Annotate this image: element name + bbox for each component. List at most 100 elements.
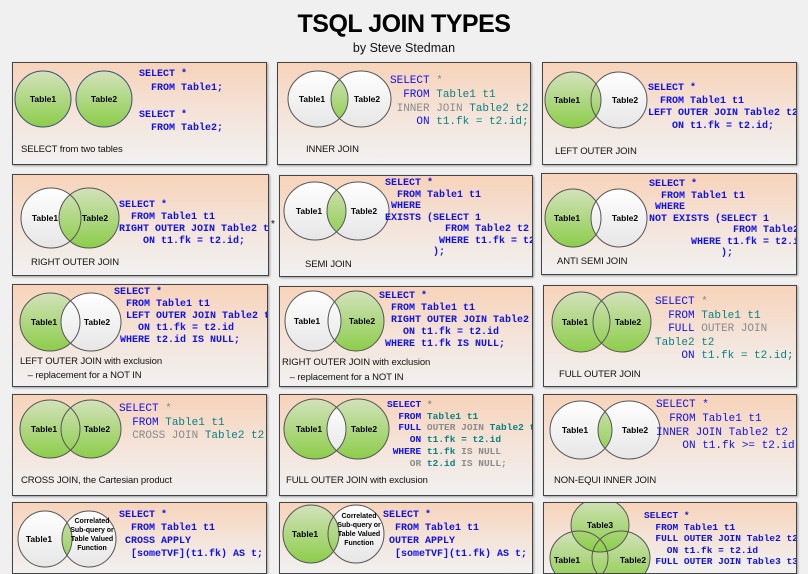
circle-label: Table2 bbox=[354, 94, 381, 104]
venn-outline bbox=[326, 181, 390, 241]
code-line: ON t1.fk = t2.id bbox=[114, 323, 267, 335]
code-token: SELECT * bbox=[383, 510, 432, 521]
code-token: FROM Table1; bbox=[139, 82, 224, 94]
venn-outline bbox=[283, 398, 347, 460]
code-line: FROM Table1 t1 bbox=[648, 95, 796, 109]
venn-circle-right bbox=[331, 71, 391, 127]
venn-circle-left bbox=[283, 505, 339, 563]
venn-outline bbox=[597, 400, 661, 460]
circle-label: Table1 bbox=[554, 95, 581, 105]
code-token: WHERE t1.fk = t2.id bbox=[439, 235, 532, 247]
page-title: TSQL JOIN TYPES bbox=[297, 10, 511, 38]
code-line: FROM Table1 t1 bbox=[385, 190, 532, 202]
code-line bbox=[139, 95, 223, 109]
code-line: SELECT * bbox=[648, 83, 796, 96]
venn-outline bbox=[327, 290, 385, 352]
code-token: ON t1.fk = t2.id bbox=[114, 323, 235, 334]
code-token: NOT EXISTS (SELECT 1 bbox=[649, 213, 770, 225]
code-token: [someTVF](t1.fk) AS t; bbox=[383, 549, 528, 560]
code-token: ON bbox=[387, 434, 427, 446]
code-line: OUTER APPLY bbox=[383, 535, 527, 548]
code-line: ON t1.fk = t2.id; bbox=[390, 116, 528, 130]
code-token: t1.fk bbox=[426, 445, 462, 457]
code-token: CROSS JOIN bbox=[119, 430, 205, 442]
code-line: SELECT * bbox=[119, 403, 266, 417]
join-type-label: SELECT from two tables bbox=[21, 144, 123, 155]
code-line: FULL OUTER JOIN bbox=[655, 323, 794, 337]
circle-label: Table1 bbox=[299, 94, 326, 104]
sql-code: SELECT * FROM Table1 t1 RIGHT OUTER JOIN… bbox=[379, 291, 532, 351]
code-line: SELECT * bbox=[119, 509, 263, 522]
code-line: SELECT * bbox=[387, 399, 532, 411]
circle-label: Table2 bbox=[351, 424, 378, 434]
venn-outline bbox=[330, 70, 392, 128]
code-line: ON t1.fk = t2.id; bbox=[648, 121, 796, 134]
circle-label: Table1 bbox=[292, 529, 319, 539]
code-token: OUTER JOIN bbox=[426, 422, 490, 434]
venn-circle-left bbox=[552, 292, 610, 352]
venn-outline bbox=[58, 187, 120, 249]
circle-label: Table2 bbox=[84, 317, 111, 327]
venn-outline bbox=[287, 70, 349, 128]
sql-code: SELECT * FROM Table1 t1 INNER JOIN Table… bbox=[390, 75, 529, 130]
circle-label: Table2 bbox=[349, 316, 376, 326]
code-line: ON t1.fk = t2.id; bbox=[119, 236, 268, 248]
join-type-label: LEFT OUTER JOIN bbox=[555, 146, 637, 157]
code-token: ON t1.fk = t2.id bbox=[644, 544, 759, 556]
venn-diagram: Table1 Table2 bbox=[287, 70, 392, 128]
code-line: CROSS APPLY bbox=[119, 535, 263, 548]
sql-code: SELECT * FROM Table1 t1 OUTER APPLY [som… bbox=[383, 509, 527, 561]
join-type-label: ANTI SEMI JOIN bbox=[557, 256, 628, 267]
venn-circle-left bbox=[545, 189, 601, 247]
code-token: Table2 t2 bbox=[489, 422, 532, 434]
code-line: WHERE bbox=[385, 201, 532, 213]
code-token: RIGHT OUTER JOIN Table2 t2 bbox=[119, 224, 269, 235]
code-line: FROM Table1 t1 bbox=[119, 212, 268, 224]
venn-circle-right bbox=[76, 71, 132, 127]
code-token: FROM Table2; bbox=[139, 123, 224, 134]
venn-outline bbox=[60, 399, 122, 459]
code-token: ON t1.fk = t2.id; bbox=[119, 236, 246, 247]
code-token: SELECT * bbox=[119, 510, 168, 521]
code-token: ); bbox=[385, 247, 446, 258]
circle-label: Table1 bbox=[31, 317, 58, 327]
venn-outline bbox=[75, 70, 133, 128]
code-line: EXISTS (SELECT 1 bbox=[385, 213, 532, 225]
code-token: SELECT * bbox=[114, 287, 163, 298]
circle-label: Table1 bbox=[562, 317, 589, 327]
code-line: WHERE t1.fk IS NULL bbox=[387, 445, 532, 458]
join-type-label: INNER JOIN bbox=[306, 144, 359, 155]
code-line: FROM Table1 t1 bbox=[383, 522, 527, 535]
code-line: FROM Table1 t1 bbox=[119, 417, 266, 431]
circle-label: Table3 bbox=[587, 520, 614, 530]
circle-label: Table2 bbox=[84, 424, 111, 434]
code-line: FULL OUTER JOIN Table3 t3 bbox=[644, 556, 796, 568]
page-subtitle: by Steve Stedman bbox=[352, 41, 456, 55]
code-token: FROM Table1 t1 bbox=[119, 212, 216, 223]
code-line: SELECT * bbox=[114, 287, 267, 299]
venn-outline bbox=[19, 292, 81, 352]
venn-outline bbox=[549, 400, 613, 460]
code-token: FROM Table1 t1 bbox=[656, 412, 762, 425]
code-token: Table2 t2 bbox=[469, 102, 529, 115]
code-line: ON t1.fk >= t2.id; bbox=[656, 440, 796, 454]
circle-label: Table1 bbox=[30, 94, 57, 104]
code-token: OUTER APPLY bbox=[383, 536, 456, 547]
code-token: FROM bbox=[655, 309, 702, 322]
code-line: SELECT * bbox=[649, 179, 796, 191]
code-token: Table2 t2; bbox=[204, 430, 267, 442]
code-token: FROM Table1 t1 bbox=[648, 95, 745, 107]
code-line: FROM Table1 t1 bbox=[644, 522, 796, 534]
code-line: SELECT * bbox=[385, 178, 532, 190]
